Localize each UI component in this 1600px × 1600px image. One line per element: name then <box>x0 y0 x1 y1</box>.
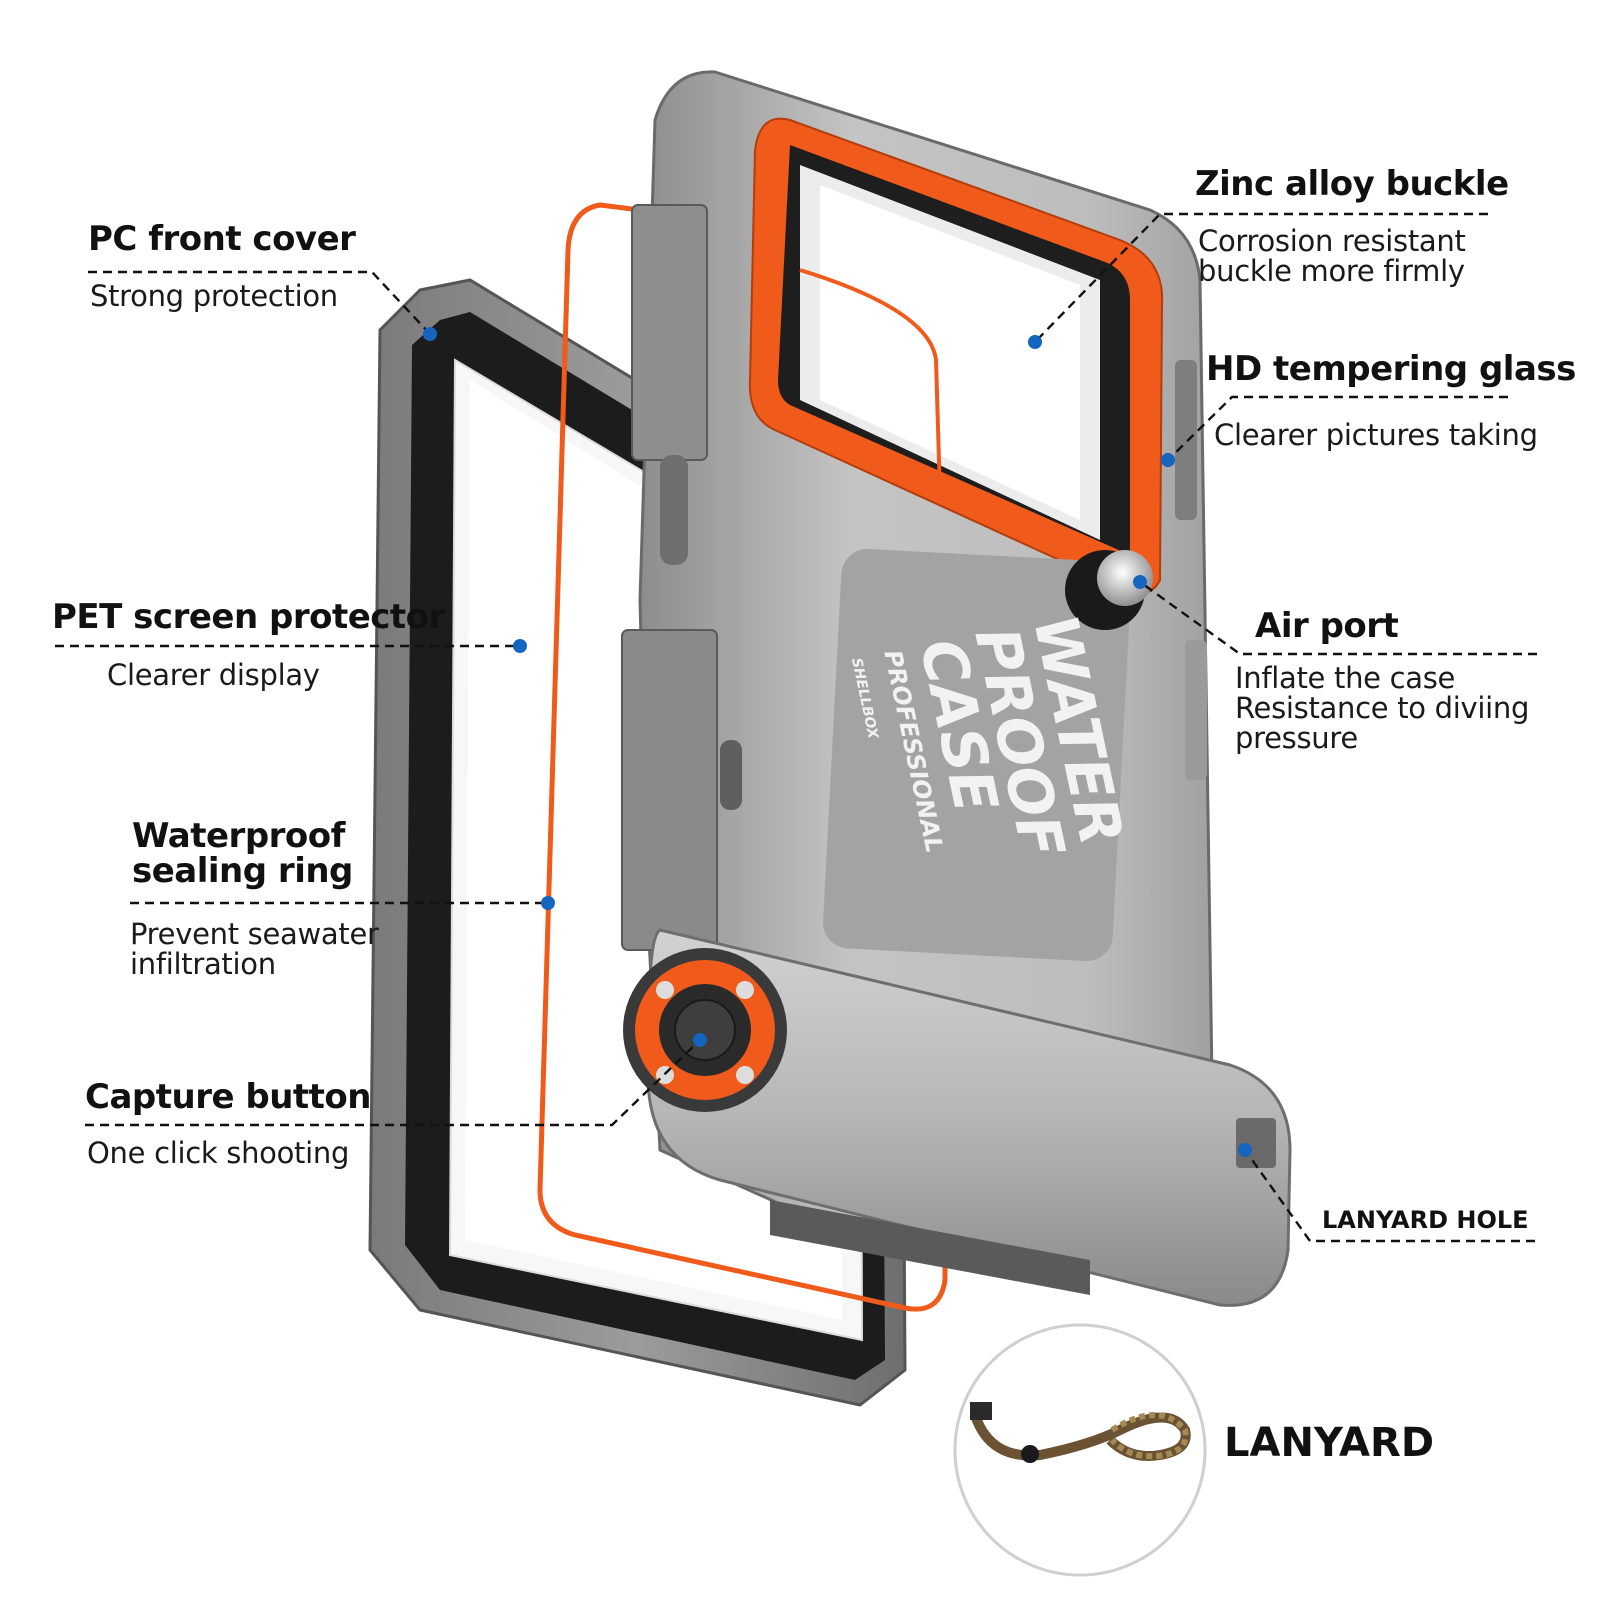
capture-button-desc: One click shooting <box>87 1136 350 1170</box>
hd-glass-desc: Clearer pictures taking <box>1214 418 1538 452</box>
case-body <box>621 70 1292 1307</box>
dot-hd-glass <box>1161 453 1175 467</box>
dot-air-port <box>1133 575 1147 589</box>
pet-screen-protector-title: PET screen protector <box>52 597 445 637</box>
sealing-ring-desc-line1: Prevent seawater <box>130 917 379 951</box>
leader-air-port <box>1139 581 1537 656</box>
lanyard-hole-title: LANYARD HOLE <box>1322 1206 1529 1234</box>
pet-screen-protector-desc: Clearer display <box>107 658 320 692</box>
sealing-ring-title-line1: Waterproof <box>132 816 345 856</box>
leader-lanyard-hole <box>1244 1149 1535 1243</box>
leader-hd-glass <box>1167 395 1508 461</box>
leader-lines <box>55 212 1537 1243</box>
dot-pet-screen-protector <box>513 639 527 653</box>
air-port-desc-line3: pressure <box>1235 721 1358 755</box>
air-port-desc-line1: Inflate the case <box>1235 661 1456 695</box>
lanyard-illustration <box>953 1323 1207 1577</box>
sealing-ring-desc-line2: infiltration <box>130 947 276 981</box>
pc-front-cover-title: PC front cover <box>88 219 356 259</box>
product-print: WATER PROOF CASE PROFESSIONAL SHELLBOX <box>848 609 1136 864</box>
leader-capture-button <box>85 1039 701 1127</box>
zinc-alloy-buckle-desc-line1: Corrosion resistant <box>1198 224 1466 258</box>
dot-lanyard-hole <box>1238 1143 1252 1157</box>
sealing-ring-title-line2: sealing ring <box>132 851 353 891</box>
zinc-alloy-buckle-title: Zinc alloy buckle <box>1195 164 1509 204</box>
dot-zinc-alloy-buckle <box>1028 335 1042 349</box>
air-port-title: Air port <box>1255 606 1399 646</box>
air-port-desc-line2: Resistance to diviing <box>1235 691 1530 725</box>
marker-dots <box>423 327 1252 1157</box>
zinc-alloy-buckle-desc-line2: buckle more firmly <box>1198 254 1465 288</box>
lanyard-label: LANYARD <box>1224 1420 1435 1466</box>
hd-glass-title: HD tempering glass <box>1206 349 1576 389</box>
dot-sealing-ring <box>541 896 555 910</box>
leader-pc-front-cover <box>88 270 431 335</box>
leader-zinc-alloy-buckle <box>1034 212 1488 343</box>
dot-capture-button <box>693 1033 707 1047</box>
dot-pc-front-cover <box>423 327 437 341</box>
capture-button-title: Capture button <box>85 1077 371 1117</box>
pc-front-cover-desc: Strong protection <box>90 279 338 313</box>
